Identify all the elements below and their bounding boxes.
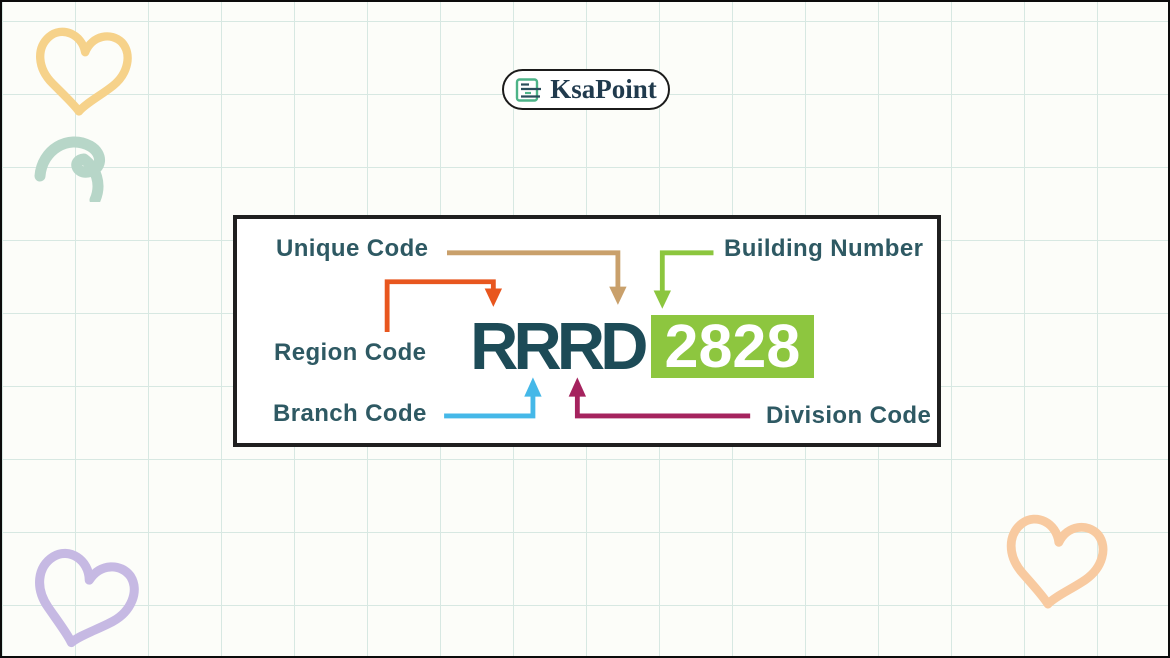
heart-doodle-bottom-left [35, 548, 139, 648]
document-lines-icon [516, 77, 542, 102]
code-letters: RRRD [470, 309, 649, 384]
unique-code-label: Unique Code [276, 235, 429, 262]
unique-code-arrowhead [609, 286, 627, 305]
building-number-arrow [659, 250, 714, 293]
logo-text: KsaPoint [550, 74, 657, 104]
building-number-label: Building Number [724, 235, 924, 262]
unique-code-arrow [447, 250, 621, 289]
squiggle-path [34, 136, 105, 202]
heart-outline [35, 548, 139, 648]
squiggle-doodle [34, 136, 105, 202]
ksapoint-logo: KsaPoint [502, 69, 670, 110]
heart-doodle-bottom-right [1006, 514, 1108, 609]
heart-doodle-top-left [36, 27, 132, 116]
division-code-arrow [574, 394, 751, 419]
code-digits: 2828 [650, 315, 815, 378]
postal-code-sample: RRRD 2828 [470, 309, 815, 384]
region-code-arrowhead [484, 288, 503, 307]
branch-code-arrow [444, 394, 536, 419]
building-number-arrowhead [653, 290, 671, 309]
code-diagram-box: Unique Code Building Number Region Code … [233, 215, 941, 447]
heart-outline [1006, 514, 1108, 609]
region-code-label: Region Code [274, 339, 427, 366]
division-code-label: Division Code [766, 402, 932, 429]
heart-outline [36, 27, 132, 116]
branch-code-label: Branch Code [273, 400, 427, 427]
